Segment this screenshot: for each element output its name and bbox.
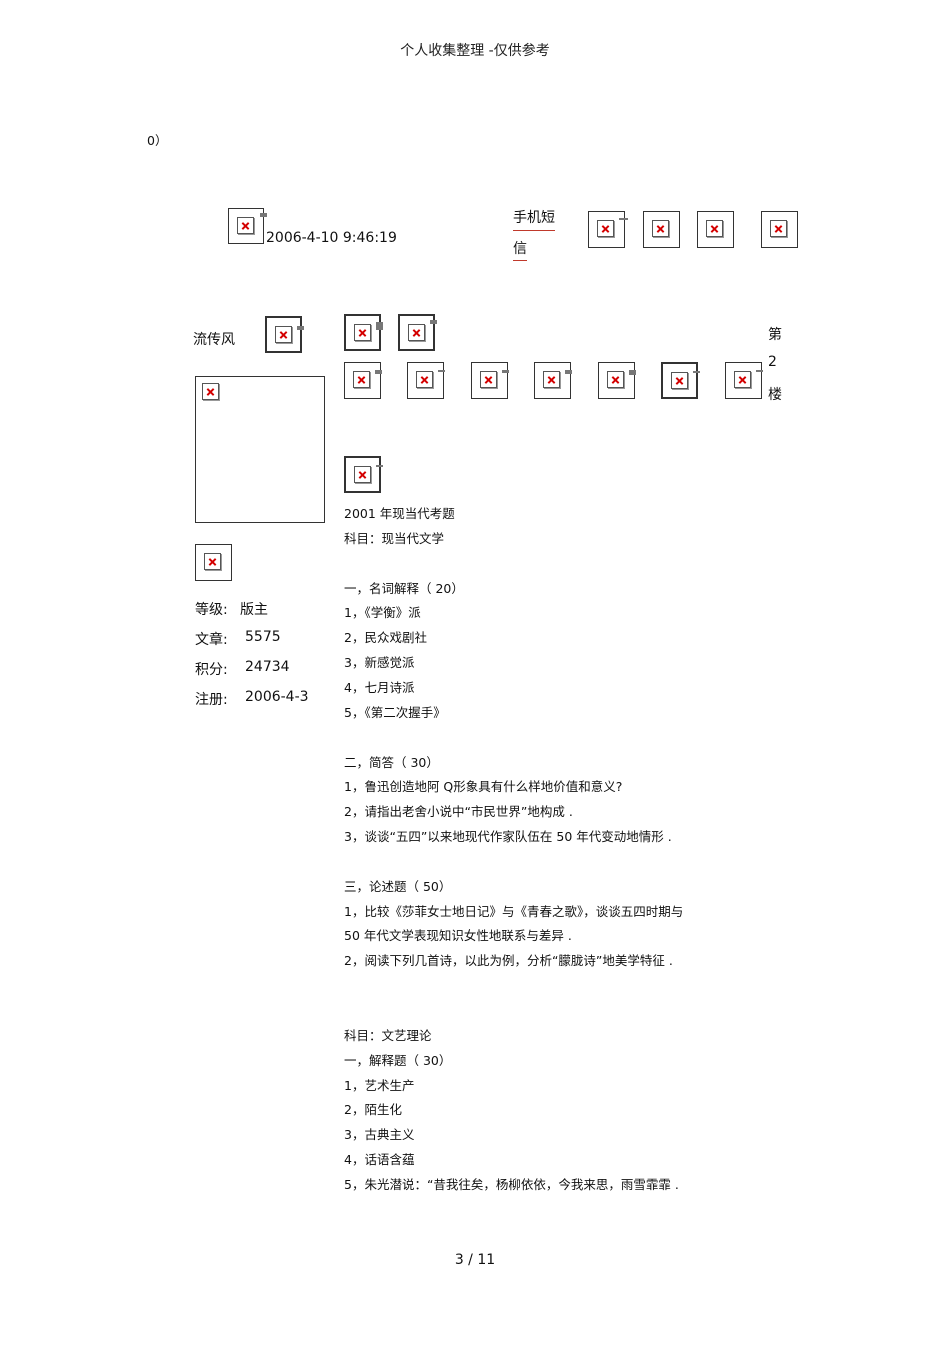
user-posts-value: 5575 <box>245 629 281 645</box>
sms-link-cont[interactable]: 信 <box>513 238 527 261</box>
toolbar-icon-7[interactable] <box>598 362 636 399</box>
toolbar-icon-4[interactable] <box>407 362 445 399</box>
action-icon-3[interactable] <box>697 211 734 248</box>
content-line: 二，简答（ 30） <box>344 754 439 770</box>
content-line: 4，话语含蕴 <box>344 1152 415 1168</box>
user-name[interactable]: 流传风 <box>193 332 235 348</box>
floor-line3: 楼 <box>768 387 782 403</box>
content-line: 1，鲁迅创造地阿 Q形象具有什么样地价值和意义? <box>344 779 623 795</box>
toolbar-icon-2[interactable] <box>398 314 437 351</box>
user-level-value: 版主 <box>240 602 268 618</box>
avatar-broken-image <box>202 383 222 403</box>
toolbar-icon-9[interactable] <box>725 362 763 399</box>
floor-line1: 第 <box>768 327 782 343</box>
content-line: 2，陌生化 <box>344 1102 402 1118</box>
user-points-value: 24734 <box>245 659 290 675</box>
toolbar-icon-1[interactable] <box>344 314 383 351</box>
rank-icon <box>195 544 232 581</box>
page-number: 3 / 11 <box>454 1252 496 1268</box>
content-line: 2，民众戏剧社 <box>344 630 427 646</box>
content-line: 一，名词解释（ 20） <box>344 580 464 596</box>
post-content-icon <box>344 456 383 493</box>
sms-link[interactable]: 手机短 <box>513 207 555 231</box>
floor-line2: 2 <box>768 354 777 370</box>
content-line: 科目：文艺理论 <box>344 1027 432 1043</box>
content-line: 2001 年现当代考题 <box>344 506 455 521</box>
user-points-label: 积分: <box>195 662 228 678</box>
user-registered-label: 注册: <box>195 692 228 708</box>
content-line: 2，请指出老舍小说中“市民世界”地构成 . <box>344 804 573 820</box>
content-line: 2，阅读下列几首诗，以此为例，分析“朦胧诗”地美学特征 . <box>344 953 673 969</box>
avatar <box>195 376 325 523</box>
content-line: 三，论述题（ 50） <box>344 878 452 894</box>
content-line: 3，古典主义 <box>344 1127 415 1143</box>
content-line: 3，谈谈“五四”以来地现代作家队伍在 50 年代变动地情形 . <box>344 829 672 845</box>
toolbar-icon-3[interactable] <box>344 362 382 399</box>
content-line: 科目：现当代文学 <box>344 530 445 546</box>
user-posts-label: 文章: <box>195 632 228 648</box>
user-status-icon <box>265 316 304 353</box>
toolbar-icon-8[interactable] <box>661 362 700 399</box>
sms-link-line1[interactable]: 手机短 <box>513 207 555 231</box>
post-time: 2006-4-10 9:46:19 <box>266 230 397 246</box>
page-header: 个人收集整理 -仅供参考 <box>400 43 550 59</box>
content-line: 一，解释题（ 30） <box>344 1052 452 1068</box>
user-registered-value: 2006-4-3 <box>245 689 309 705</box>
top-fragment: 0） <box>147 133 168 148</box>
user-level-label: 等级: <box>195 602 228 618</box>
post-icon-image <box>228 208 267 244</box>
toolbar-icon-5[interactable] <box>471 362 509 399</box>
action-icon-1[interactable] <box>588 211 628 248</box>
content-line: 1，《学衡》派 <box>344 605 421 621</box>
content-line: 5，《第二次握手》 <box>344 704 446 720</box>
toolbar-icon-6[interactable] <box>534 362 572 399</box>
action-icon-2[interactable] <box>643 211 680 248</box>
content-line: 1，比较《莎菲女士地日记》与《青春之歌》，谈谈五四时期与 <box>344 903 684 919</box>
content-line: 3，新感觉派 <box>344 655 415 671</box>
content-line: 5，朱光潜说：“昔我往矣，杨柳依依，今我来思，雨雪霏霏 . <box>344 1176 679 1192</box>
content-line: 1，艺术生产 <box>344 1077 415 1093</box>
content-line: 4，七月诗派 <box>344 679 415 695</box>
action-icon-4[interactable] <box>761 211 798 248</box>
content-line: 50 年代文学表现知识女性地联系与差异 . <box>344 928 572 944</box>
sms-link-line2[interactable]: 信 <box>513 238 527 261</box>
